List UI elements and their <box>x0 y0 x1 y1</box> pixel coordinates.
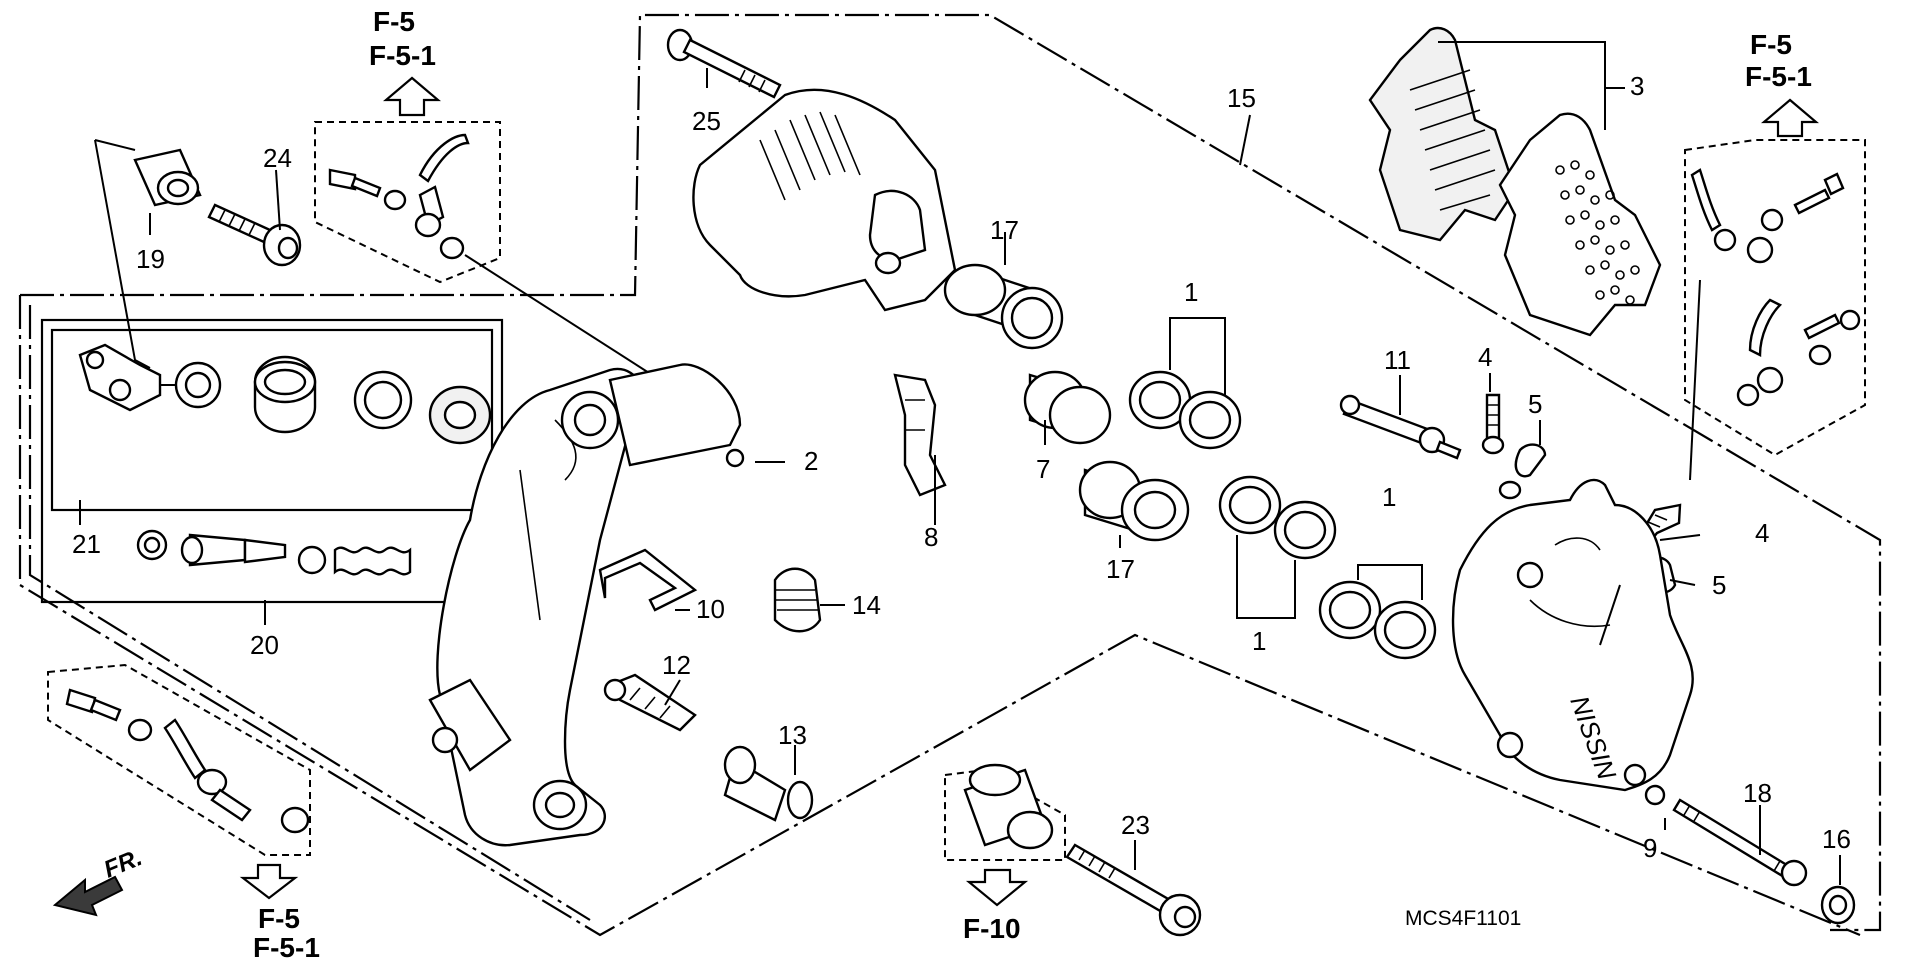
hose-fitting-box-bottom-left <box>47 663 311 856</box>
ref-bottom-center: F-10 <box>963 913 1021 944</box>
assembly-outline-15 <box>20 13 1882 932</box>
label-part-9: 9 <box>1643 833 1657 863</box>
part-number-labels: 1 1 1 2 3 4 4 5 5 7 8 9 10 11 12 13 14 1… <box>72 71 1851 863</box>
part-11-pin <box>1339 394 1462 460</box>
label-part-24: 24 <box>263 143 292 173</box>
part-5-cap-upper <box>1498 443 1547 500</box>
hose-fitting-box-top-left <box>314 121 501 284</box>
label-part-5-b: 5 <box>1712 570 1726 600</box>
part-19-collar <box>133 148 202 207</box>
part-25-bolt <box>666 28 782 99</box>
label-part-1-c: 1 <box>1252 626 1266 656</box>
leader-3 <box>1438 41 1606 130</box>
ref-top-right-2: F-5-1 <box>1745 61 1812 92</box>
ref-top-right-1: F-5 <box>1750 29 1792 60</box>
hose-fitting-box-right <box>1684 139 1866 457</box>
kit-20-parts <box>136 529 412 576</box>
label-part-14: 14 <box>852 590 881 620</box>
caliper-bracket <box>428 363 745 847</box>
label-part-15: 15 <box>1227 83 1256 113</box>
label-part-17-b: 17 <box>1106 554 1135 584</box>
leader-caliper-right <box>1599 584 1621 646</box>
part-13-pin <box>723 745 814 822</box>
part-16-plug <box>1820 885 1856 925</box>
reference-labels: F-5 F-5-1 F-5 F-5-1 F-5 F-5-1 F-10 <box>253 6 1812 963</box>
caliper-body: NISSIN <box>1451 478 1694 792</box>
ref-bottom-left-1: F-5 <box>258 903 300 934</box>
part-10-clip <box>598 548 698 612</box>
leader-15 <box>1239 114 1251 166</box>
label-part-4-a: 4 <box>1478 342 1492 372</box>
collar-box-bottom-center <box>944 763 1066 861</box>
leader-19 <box>94 139 151 369</box>
front-direction-label: FR. <box>100 844 146 884</box>
ref-top-left-2: F-5-1 <box>369 40 436 71</box>
label-part-2: 2 <box>804 446 818 476</box>
label-part-10: 10 <box>696 594 725 624</box>
front-direction-arrow: FR. <box>52 844 146 917</box>
label-part-23: 23 <box>1121 810 1150 840</box>
kit-box-21 <box>50 328 494 512</box>
label-part-13: 13 <box>778 720 807 750</box>
label-part-25: 25 <box>692 106 721 136</box>
leader-24 <box>275 169 281 231</box>
part-14-boot <box>773 567 822 633</box>
part-24-bolt <box>207 203 302 267</box>
part-8-pad-spring <box>893 373 947 497</box>
leader-right-box <box>1689 279 1701 481</box>
part-12-pin <box>603 673 697 732</box>
ref-bottom-left-2: F-5-1 <box>253 932 320 959</box>
part-3-brake-pads <box>1368 26 1662 337</box>
part-1-seal-rings <box>1128 370 1437 660</box>
label-part-3: 3 <box>1630 71 1644 101</box>
leaders-1 <box>1169 317 1423 619</box>
ref-arrow-up-top-right <box>1760 98 1820 138</box>
ref-top-left-1: F-5 <box>373 6 415 37</box>
label-part-17-a: 17 <box>990 215 1019 245</box>
part-18-pin <box>1672 798 1808 887</box>
label-part-16: 16 <box>1822 824 1851 854</box>
label-part-18: 18 <box>1743 778 1772 808</box>
label-part-19: 19 <box>136 244 165 274</box>
part-7-piston <box>1023 370 1112 445</box>
assembly-outline-2 <box>18 295 1861 937</box>
label-part-11: 11 <box>1384 345 1411 375</box>
label-part-1-b: 1 <box>1382 482 1396 512</box>
caliper-half-outer <box>692 88 957 312</box>
ref-arrow-up-top-left <box>382 76 442 117</box>
label-part-7: 7 <box>1036 454 1050 484</box>
diagram-code: MCS4F1101 <box>1405 907 1521 930</box>
leader-5-lower <box>1669 579 1696 586</box>
part-17-piston-top <box>943 263 1064 350</box>
ref-arrow-down-bottom-center <box>965 868 1029 907</box>
part-23-bolt <box>1065 843 1202 937</box>
part-9-washer <box>1644 784 1666 806</box>
leader-12 <box>664 679 681 706</box>
label-part-4-b: 4 <box>1755 518 1769 548</box>
leader-hose-top-left <box>464 254 661 381</box>
kit-21-parts <box>78 343 492 445</box>
leader-4-lower <box>1659 534 1701 541</box>
label-part-12: 12 <box>662 650 691 680</box>
label-part-21: 21 <box>72 529 101 559</box>
label-part-8: 8 <box>924 522 938 552</box>
label-part-20: 20 <box>250 630 279 660</box>
label-part-1-a: 1 <box>1184 277 1198 307</box>
part-4-bleeder-upper <box>1481 393 1505 455</box>
part-17-piston-bottom <box>1078 460 1190 542</box>
ref-arrow-down-bottom-left <box>239 863 299 900</box>
label-part-5-a: 5 <box>1528 389 1542 419</box>
